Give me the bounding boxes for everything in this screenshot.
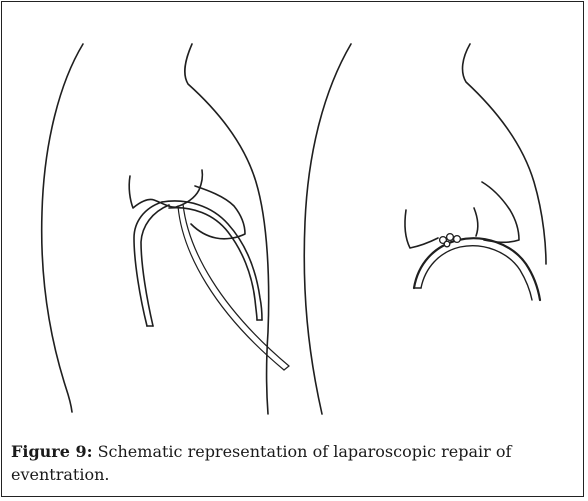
left-hernia-sac-right-flap: [191, 186, 245, 239]
suture-clip: [454, 236, 461, 243]
right-outer-body-contour: [304, 44, 351, 414]
left-sac-rim-inner: [141, 205, 169, 326]
right-sac-left-arm: [405, 210, 438, 248]
right-inner-body-contour: [463, 44, 546, 264]
suture-clip: [444, 241, 450, 247]
right-repaired-wall-outer: [414, 238, 540, 300]
left-instrument-tip: [284, 366, 289, 370]
right-sac-tuck: [474, 208, 478, 236]
suture-clip: [447, 234, 454, 241]
laparoscopic-repair-schematic: [2, 2, 585, 432]
figure-caption: Figure 9: Schematic representation of la…: [11, 440, 576, 486]
right-sac-right-arm: [482, 182, 519, 242]
left-outer-body-contour: [42, 44, 83, 412]
right-panel-after-repair: [304, 44, 546, 414]
left-mesh-right-curve-outer: [162, 201, 262, 320]
left-instrument-line-b: [183, 204, 289, 366]
left-panel-before-repair: [42, 44, 289, 414]
figure-caption-label: Figure 9:: [11, 442, 92, 461]
